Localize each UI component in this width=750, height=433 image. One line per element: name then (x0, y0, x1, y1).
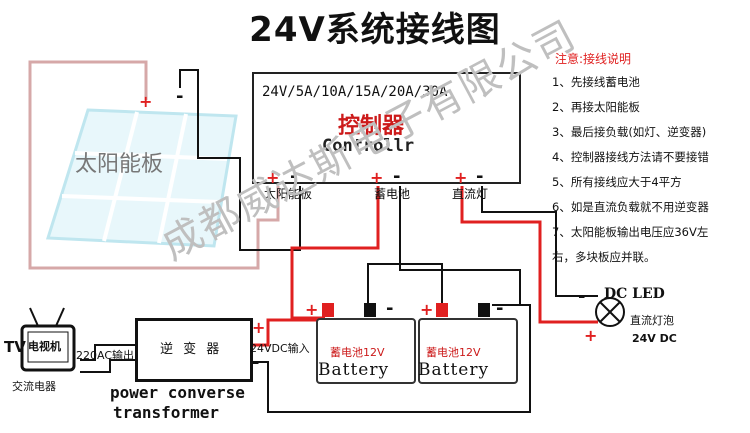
note-item: 7、太阳能板输出电压应36V左 (552, 225, 709, 239)
solar-panel-label: 太阳能板 (75, 152, 164, 177)
terminal-label-battery: 蓄电池 (374, 187, 411, 201)
led-minus: - (578, 286, 586, 307)
panel-plus-sign: + (139, 92, 153, 111)
notes-heading: 注意:接线说明 (555, 52, 632, 66)
note-item: 5、所有接线应大于4平方 (552, 175, 682, 189)
lamp-terminal-minus: - (476, 166, 484, 187)
inverter-plus: + (252, 318, 266, 337)
note-item: 3、最后接负载(如灯、逆变器) (552, 125, 707, 139)
battery-2-label-cn: 蓄电池12V (426, 346, 481, 359)
lamp-negative-wire (481, 186, 598, 297)
battery-1 (316, 318, 416, 384)
terminal-label-lamp: 直流灯 (452, 187, 489, 201)
tv-icon (20, 307, 76, 372)
battery-2-minus: - (496, 298, 504, 319)
battery-2-negative-post (478, 303, 490, 317)
ac-output-wire (80, 344, 135, 361)
tv-caption: 交流电器 (12, 380, 56, 393)
battery-1-positive-post (322, 303, 334, 317)
note-item: 4、控制器接线方法请不要接错 (552, 150, 709, 164)
battery-2-positive-post (436, 303, 448, 317)
panel-minus-sign: - (176, 86, 184, 107)
inverter-negative-wire (247, 304, 531, 413)
battery-2-plus: + (420, 300, 434, 319)
diagram-title: 24V系统接线图 (249, 10, 501, 50)
inverter-label-cn: 逆 变 器 (160, 342, 223, 357)
panel-negative-wire (179, 69, 301, 251)
dc-lamp (595, 297, 625, 327)
controller-box (252, 72, 521, 184)
inverter-label-en-1: power converse (110, 383, 245, 402)
terminal-label-solar: 太阳能板 (264, 187, 313, 201)
inverter-minus: - (252, 352, 260, 373)
led-label: DC LED (604, 286, 665, 302)
controller-ratings: 24V/5A/10A/15A/20A/30A (262, 84, 448, 100)
note-item: 6、如是直流负载就不用逆变器 (552, 200, 709, 214)
ac-output-wire-2 (80, 359, 135, 373)
battery-2 (418, 318, 518, 384)
panel-positive-wire (28, 60, 280, 270)
note-item: 1、先接线蓄电池 (552, 75, 640, 89)
tv-prefix: TV (4, 338, 26, 356)
note-item: 2、再接太阳能板 (552, 100, 640, 114)
controller-name-cn: 控制器 (338, 114, 405, 139)
battery-positive-wire (290, 186, 380, 320)
battery-1-negative-post (364, 303, 376, 317)
battery-2-label-en: Battery (418, 360, 490, 380)
battery-series-link (367, 263, 443, 305)
lamp-terminal-plus: + (454, 168, 468, 187)
solar-terminal-plus: + (266, 168, 280, 187)
led-bulb-label: 直流灯泡 (630, 314, 674, 327)
inverter-label-en-2: transformer (113, 403, 219, 422)
battery-1-label-en: Battery (318, 360, 390, 380)
led-plus: + (584, 326, 598, 345)
battery-terminal-minus: - (393, 166, 401, 187)
inverter-output-label: 220AC输出 (76, 349, 135, 362)
lamp-positive-wire (460, 186, 598, 324)
led-voltage: 24V DC (632, 332, 677, 345)
inverter-input-label: 24VDC输入 (250, 342, 310, 355)
battery-terminal-plus: + (370, 168, 384, 187)
note-item: 右，多块板应并联。 (552, 250, 656, 264)
tv-label: 电视机 (28, 340, 61, 353)
battery-1-label-cn: 蓄电池12V (330, 346, 385, 359)
battery-negative-wire (399, 186, 521, 306)
inverter-box (135, 318, 253, 382)
battery-1-plus: + (305, 300, 319, 319)
inverter-positive-wire (247, 318, 325, 347)
solar-terminal-minus: - (290, 166, 298, 187)
battery-1-minus: - (386, 298, 394, 319)
controller-name-en: Controllr (322, 136, 415, 156)
